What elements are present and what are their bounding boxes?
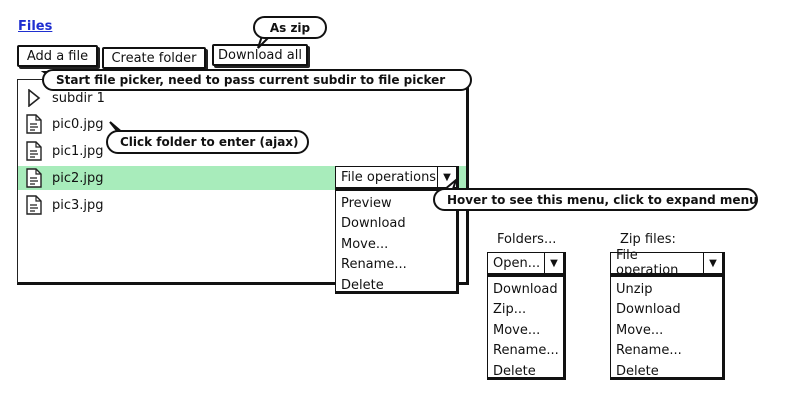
- menu-item-download[interactable]: Download: [493, 281, 558, 297]
- file-operations-menu: Preview Download Move... Rename... Delet…: [335, 190, 459, 294]
- dropdown-label: Open...: [493, 255, 541, 271]
- menu-item-move[interactable]: Move...: [341, 236, 389, 252]
- list-item-label: pic0.jpg: [52, 116, 104, 132]
- document-icon: [24, 195, 44, 215]
- menu-item-delete[interactable]: Delete: [341, 277, 384, 293]
- menu-item-delete[interactable]: Delete: [616, 363, 659, 379]
- document-icon: [24, 141, 44, 161]
- create-folder-button[interactable]: Create folder: [102, 47, 206, 69]
- zip-files-dropdown[interactable]: File operation ▼: [610, 248, 725, 278]
- folder-triangle-icon: [24, 88, 44, 108]
- folders-caption: Folders...: [497, 232, 557, 247]
- annotation-click-folder: Click folder to enter (ajax): [106, 130, 309, 154]
- list-item-file[interactable]: pic3.jpg: [18, 193, 466, 217]
- menu-item-delete[interactable]: Delete: [493, 363, 536, 379]
- list-item-file[interactable]: pic1.jpg: [18, 139, 466, 163]
- dropdown-label: File operations: [341, 169, 437, 185]
- menu-item-move[interactable]: Move...: [493, 322, 541, 338]
- add-file-button[interactable]: Add a file: [17, 45, 98, 67]
- dropdown-label: File operation: [616, 248, 679, 278]
- annotation-file-picker: Start file picker, need to pass current …: [42, 69, 472, 91]
- list-item-label: subdir 1: [52, 90, 105, 106]
- list-item-file[interactable]: pic0.jpg: [18, 112, 466, 136]
- menu-item-unzip[interactable]: Unzip: [616, 281, 653, 297]
- list-item-label: pic1.jpg: [52, 143, 104, 159]
- folders-menu: Download Zip... Move... Rename... Delete: [487, 276, 566, 380]
- menu-item-download[interactable]: Download: [341, 216, 406, 232]
- chevron-down-icon[interactable]: ▼: [703, 253, 722, 273]
- zip-files-caption: Zip files:: [620, 232, 676, 247]
- zip-files-menu: Unzip Download Move... Rename... Delete: [610, 276, 725, 380]
- menu-item-download[interactable]: Download: [616, 302, 681, 318]
- menu-item-move[interactable]: Move...: [616, 322, 664, 338]
- menu-item-rename[interactable]: Rename...: [341, 257, 407, 273]
- annotation-hover-menu: Hover to see this menu, click to expand …: [433, 188, 758, 211]
- list-item-folder[interactable]: subdir 1: [18, 86, 466, 110]
- folders-dropdown[interactable]: Open... ▼: [487, 252, 566, 276]
- document-icon: [24, 114, 44, 134]
- list-item-label: pic2.jpg: [52, 170, 104, 186]
- list-item-label: pic3.jpg: [52, 197, 104, 213]
- file-operations-dropdown[interactable]: File operations ▼: [335, 166, 459, 190]
- files-link[interactable]: Files: [18, 19, 53, 34]
- chevron-down-icon[interactable]: ▼: [544, 253, 563, 273]
- menu-item-rename[interactable]: Rename...: [616, 343, 682, 359]
- menu-item-rename[interactable]: Rename...: [493, 343, 559, 359]
- menu-item-preview[interactable]: Preview: [341, 195, 392, 211]
- menu-item-zip[interactable]: Zip...: [493, 302, 527, 318]
- document-icon: [24, 168, 44, 188]
- chevron-down-icon[interactable]: ▼: [437, 167, 456, 187]
- annotation-as-zip: As zip: [253, 16, 327, 39]
